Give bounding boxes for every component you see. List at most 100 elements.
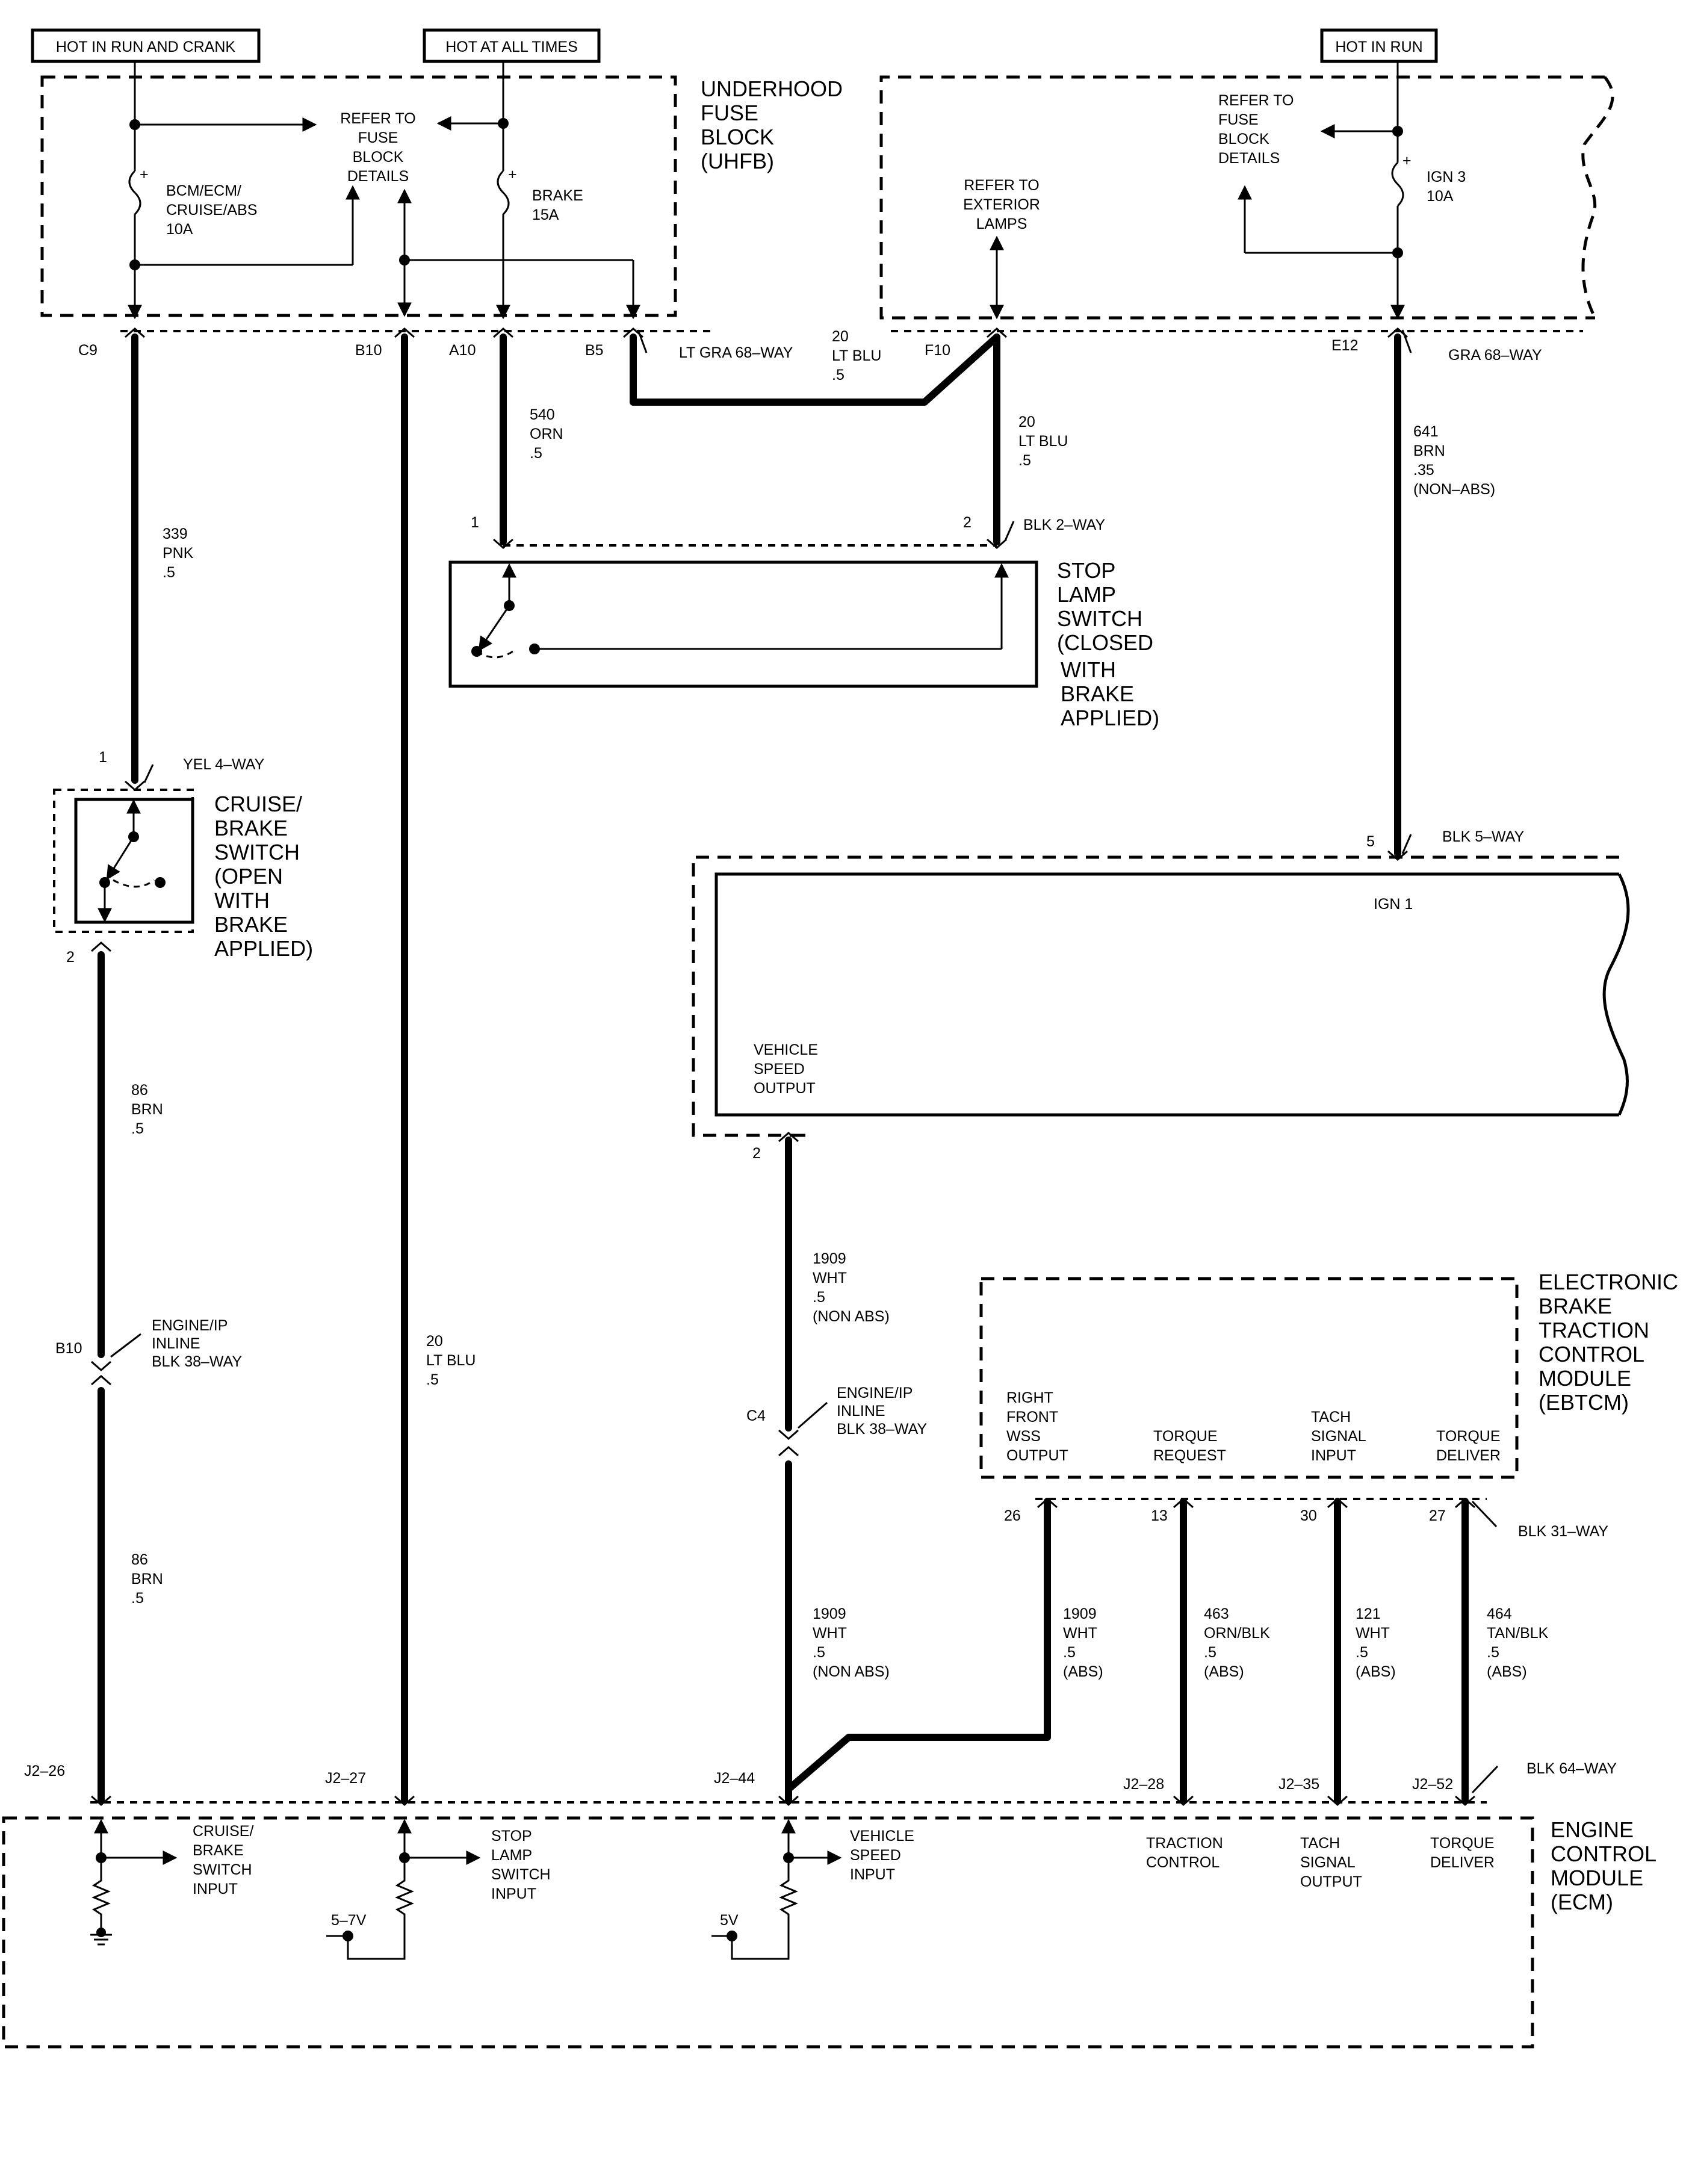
ebtcm-title-5: MODULE: [1539, 1366, 1631, 1391]
w20c-l1: 20: [426, 1333, 443, 1350]
cruise-title-2: BRAKE: [214, 816, 288, 840]
cruise-connector: YEL 4–WAY: [183, 756, 265, 773]
wires: [98, 333, 1469, 1804]
pin-c9: C9: [78, 342, 98, 359]
inline2-l1: ENGINE/IP: [837, 1385, 913, 1401]
w463-l3: .5: [1204, 1644, 1216, 1661]
ecm-vss-3: INPUT: [850, 1866, 895, 1883]
stop-lamp-switch: 1 2 BLK 2–WAY STOP LAMP SWITCH (CLOSED W…: [448, 514, 1159, 730]
ebtcm-tach-1: TACH: [1311, 1409, 1351, 1425]
fuse-bcm-ecm-icon: [128, 170, 141, 216]
ecm-tdel-1: TORQUE: [1430, 1835, 1495, 1852]
fuse2-label-1: BRAKE: [532, 187, 583, 204]
w463-l4: (ABS): [1204, 1663, 1244, 1680]
w1909a-l2: WHT: [813, 1270, 847, 1286]
w20b-l2: LT BLU: [1018, 433, 1068, 450]
ecm-pin-j227: J2–27: [325, 1770, 366, 1787]
ecm-traction-1: TRACTION: [1146, 1835, 1223, 1852]
ecm-v57: 5–7V: [331, 1912, 367, 1929]
ecm-stop-3: SWITCH: [491, 1866, 551, 1883]
ecm-pin-j228: J2–28: [1123, 1776, 1164, 1793]
ecm-pin-j235: J2–35: [1278, 1776, 1319, 1793]
ebtcm-title-2: BRAKE: [1539, 1294, 1612, 1318]
w1909b-l2: WHT: [813, 1625, 847, 1642]
w121-l1: 121: [1356, 1605, 1381, 1622]
w339-l2: PNK: [163, 545, 194, 562]
stop-pin2: 2: [963, 514, 972, 531]
power-labels: HOT IN RUN AND CRANK HOT AT ALL TIMES HO…: [31, 28, 1438, 63]
stop-title-6: BRAKE: [1061, 681, 1134, 706]
ecm-cruise-1: CRUISE/: [193, 1823, 253, 1840]
m5-pin5: 5: [1366, 833, 1375, 850]
inline2-l3: BLK 38–WAY: [837, 1421, 927, 1438]
w20c-l3: .5: [426, 1371, 439, 1388]
ebtcm-tach-3: INPUT: [1311, 1447, 1356, 1464]
m5-ign1: IGN 1: [1374, 896, 1413, 913]
w20b-l1: 20: [1018, 414, 1035, 430]
ebtcm-treq-1: TORQUE: [1153, 1428, 1218, 1445]
w641-l2: BRN: [1413, 442, 1445, 459]
ecm-pin-j244: J2–44: [714, 1770, 755, 1787]
right-fuse-block: REFER TO FUSE BLOCK DETAILS + IGN 3 10A …: [879, 61, 1614, 320]
w86a-l1: 86: [131, 1082, 148, 1099]
cruise-title-6: BRAKE: [214, 912, 288, 937]
uhfb-title-1: UNDERHOOD: [701, 76, 843, 101]
stop-title-4: (CLOSED: [1057, 630, 1153, 655]
ebtcm-connector: BLK 31–WAY: [1518, 1523, 1608, 1540]
cruise-title-5: WITH: [214, 888, 270, 913]
w540-l1: 540: [530, 406, 555, 423]
svg-text:+: +: [1402, 152, 1412, 169]
rf-refer-3: BLOCK: [1218, 131, 1269, 147]
inline-connectors: B10 ENGINE/IP INLINE BLK 38–WAY C4 ENGIN…: [55, 1317, 927, 1457]
ecm-cruise-3: SWITCH: [193, 1861, 252, 1878]
w20c-l2: LT BLU: [426, 1352, 476, 1369]
resistor-cruise-icon: [91, 1864, 111, 1932]
ecm-title-4: (ECM): [1551, 1890, 1613, 1914]
w464-l2: TAN/BLK: [1487, 1625, 1549, 1642]
fuse-brake-icon: [497, 170, 510, 216]
ebtcm-title-6: (EBTCM): [1539, 1390, 1629, 1415]
inline1-l3: BLK 38–WAY: [152, 1353, 242, 1370]
wire-20-lt-blu-jumper: [630, 333, 1000, 406]
w1909c-l3: .5: [1063, 1644, 1076, 1661]
w20a-l1: 20: [832, 328, 849, 345]
cruise-title-7: APPLIED): [214, 936, 313, 961]
ecm-cruise-4: INPUT: [193, 1881, 238, 1897]
uhfb-title-3: BLOCK: [701, 125, 774, 149]
ebtcm-module: ELECTRONIC BRAKE TRACTION CONTROL MODULE…: [979, 1270, 1678, 1540]
pin-b10: B10: [355, 342, 382, 359]
ecm-cruise-2: BRAKE: [193, 1842, 244, 1859]
cruise-pin2: 2: [66, 949, 75, 966]
ecm-stop-4: INPUT: [491, 1885, 536, 1902]
w1909b-l1: 1909: [813, 1605, 846, 1622]
rf-ext-1: REFER TO: [964, 177, 1040, 194]
pin-f10: F10: [925, 342, 950, 359]
m5-vso-2: SPEED: [754, 1061, 805, 1078]
w641-l4: (NON–ABS): [1413, 481, 1495, 498]
w121-l4: (ABS): [1356, 1663, 1396, 1680]
inline-c4: C4: [746, 1407, 766, 1424]
fuse1-label-1: BCM/ECM/: [166, 182, 241, 199]
wire-1909-wht-abs: [785, 1498, 1051, 1804]
label-hot-run-crank: HOT IN RUN AND CRANK: [56, 39, 236, 55]
m5-vso-1: VEHICLE: [754, 1041, 818, 1058]
uhfb-refer-4: DETAILS: [347, 168, 409, 185]
resistor-vss-icon: [731, 1864, 798, 1960]
m5-pin2: 2: [752, 1145, 761, 1162]
ebtcm-tdel-2: DELIVER: [1436, 1447, 1501, 1464]
w339-l3: .5: [163, 564, 175, 581]
w20a-l3: .5: [832, 367, 845, 383]
fuse3-label-1: IGN 3: [1427, 169, 1466, 185]
w641-l1: 641: [1413, 423, 1439, 440]
w1909c-l2: WHT: [1063, 1625, 1097, 1642]
svg-text:+: +: [508, 166, 517, 183]
w1909c-l4: (ABS): [1063, 1663, 1103, 1680]
right-connector-row: F10 E12 GRA 68–WAY: [891, 327, 1583, 364]
w1909a-l4: (NON ABS): [813, 1308, 890, 1325]
ebtcm-pin13: 13: [1151, 1507, 1168, 1524]
ebtcm-title-4: CONTROL: [1539, 1342, 1644, 1367]
ecm-v5: 5V: [720, 1912, 739, 1929]
resistor-stop-icon: [347, 1864, 414, 1960]
w121-l3: .5: [1356, 1644, 1368, 1661]
